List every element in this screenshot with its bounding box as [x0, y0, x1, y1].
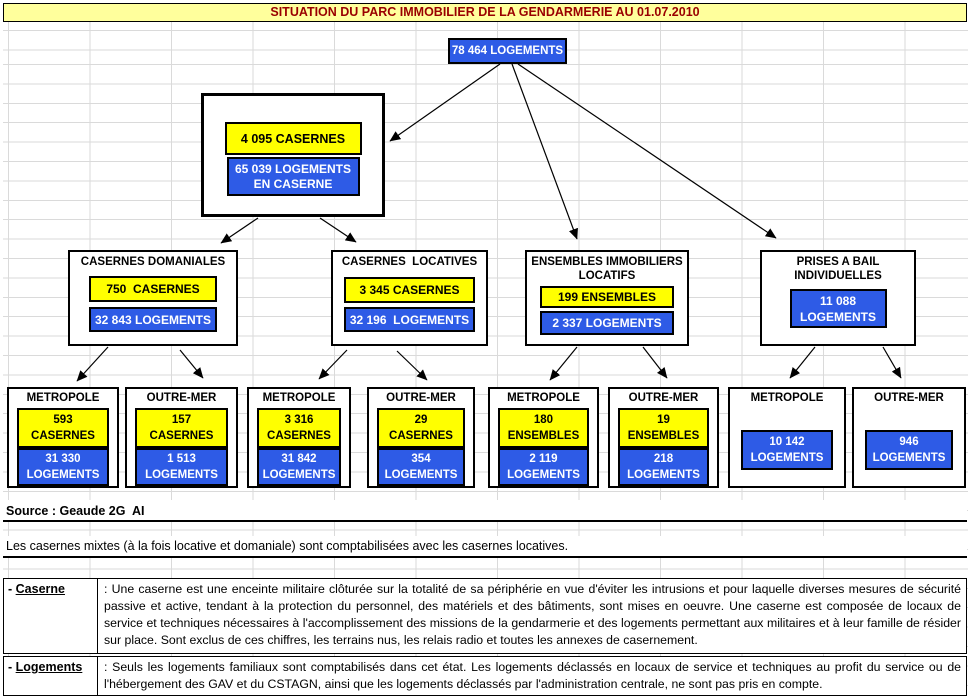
casernes-count: 3 345 CASERNES [344, 277, 475, 303]
mixed-casernes-note: Les casernes mixtes (à la fois locative … [3, 536, 967, 558]
node-casernes-summary: 4 095 CASERNES 65 039 LOGEMENTS EN CASER… [201, 93, 385, 217]
logements-count: 218 LOGEMENTS [618, 447, 709, 486]
logements-count: 32 196 LOGEMENTS [344, 307, 475, 332]
definition-term-caserne: - Caserne [4, 579, 98, 653]
logements-count: 2 119 LOGEMENTS [498, 447, 589, 486]
connector-arrow [76, 346, 109, 382]
connector-arrow [389, 63, 501, 142]
definition-text-caserne: : Une caserne est une enceinte militaire… [104, 582, 961, 647]
source-note: Source : Geaude 2G AI [3, 500, 967, 522]
ensembles-count: 199 ENSEMBLES [540, 286, 674, 308]
node-bail-outremer: OUTRE-MER 946 LOGEMENTS [852, 387, 966, 488]
node-total-logements: 78 464 LOGEMENTS [448, 38, 567, 64]
node-ensembles-immobiliers: ENSEMBLES IMMOBILIERS LOCATIFS 199 ENSEM… [525, 250, 689, 346]
node-title: OUTRE-MER [146, 392, 217, 404]
term-prefix: - [8, 660, 16, 674]
definition-logements: - Logements : Seuls les logements famili… [3, 656, 967, 696]
node-title: METROPOLE [507, 392, 580, 404]
node-domaniales-metropole: METROPOLE 593 CASERNES 31 330 LOGEMENTS [7, 387, 119, 488]
logements-count: 2 337 LOGEMENTS [540, 311, 674, 335]
logements-count: 1 513 LOGEMENTS [135, 447, 228, 486]
node-casernes-locatives: CASERNES LOCATIVES 3 345 CASERNES 32 196… [331, 250, 488, 346]
node-locatives-metropole: METROPOLE 3 316 CASERNES 31 842 LOGEMENT… [247, 387, 351, 488]
node-title: METROPOLE [262, 392, 336, 404]
definition-text-logements: : Seuls les logements familiaux sont com… [104, 660, 961, 691]
node-title: OUTRE-MER [628, 392, 699, 404]
node-title: CASERNES LOCATIVES [341, 256, 478, 268]
connector-arrow [882, 346, 902, 379]
logements-count: 31 842 LOGEMENTS [257, 447, 341, 486]
casernes-total-count: 4 095 CASERNES [224, 122, 362, 155]
connector-arrow [789, 346, 816, 379]
logements-count: 10 142 LOGEMENTS [741, 430, 833, 470]
connector-arrow [318, 349, 348, 380]
node-title: OUTRE-MER [386, 392, 456, 404]
connector-arrows [76, 63, 902, 382]
node-title: ENSEMBLES IMMOBILIERS LOCATIFS [531, 256, 683, 282]
logements-count: 31 330 LOGEMENTS [17, 447, 109, 486]
connector-arrow [396, 350, 428, 381]
definition-caserne: - Caserne : Une caserne est une enceinte… [3, 578, 967, 654]
node-casernes-domaniales: CASERNES DOMANIALES 750 CASERNES 32 843 … [68, 250, 238, 346]
casernes-count: 3 316 CASERNES [257, 408, 341, 448]
node-title: CASERNES DOMANIALES [80, 256, 226, 268]
casernes-count: 29 CASERNES [377, 408, 465, 448]
chart-title: SITUATION DU PARC IMMOBILIER DE LA GENDA… [3, 3, 967, 22]
casernes-count: 157 CASERNES [135, 408, 228, 448]
logements-count: 32 843 LOGEMENTS [89, 307, 217, 332]
connector-arrow [179, 349, 204, 379]
connector-arrow [517, 63, 777, 239]
logements-count: 354 LOGEMENTS [377, 447, 465, 486]
node-ensembles-metropole: METROPOLE 180 ENSEMBLES 2 119 LOGEMENTS [488, 387, 599, 488]
ensembles-count: 19 ENSEMBLES [618, 408, 709, 448]
casernes-count: 750 CASERNES [89, 276, 217, 302]
logements-count: 946 LOGEMENTS [865, 430, 953, 470]
node-title: OUTRE-MER [874, 392, 944, 404]
ensembles-count: 180 ENSEMBLES [498, 408, 589, 448]
definition-term-logements: - Logements [4, 657, 98, 695]
logements-count: 11 088 LOGEMENTS [789, 289, 887, 328]
node-domaniales-outremer: OUTRE-MER 157 CASERNES 1 513 LOGEMENTS [125, 387, 238, 488]
casernes-total-logements: 65 039 LOGEMENTS EN CASERNE [226, 157, 360, 196]
connector-arrow [220, 217, 259, 244]
node-title: METROPOLE [750, 392, 824, 404]
node-ensembles-outremer: OUTRE-MER 19 ENSEMBLES 218 LOGEMENTS [608, 387, 719, 488]
casernes-count: 593 CASERNES [17, 408, 109, 448]
connector-arrow [549, 346, 578, 381]
connector-arrow [511, 63, 578, 240]
node-prises-a-bail: PRISES A BAIL INDIVIDUELLES 11 088 LOGEM… [760, 250, 916, 346]
node-locatives-outremer: OUTRE-MER 29 CASERNES 354 LOGEMENTS [367, 387, 475, 488]
connector-arrow [319, 217, 357, 243]
node-title: PRISES A BAIL INDIVIDUELLES [794, 256, 882, 282]
node-title: METROPOLE [26, 392, 100, 404]
connector-arrow [642, 346, 668, 379]
term-prefix: - [8, 582, 16, 596]
term-logements: Logements [15, 660, 83, 674]
node-bail-metropole: METROPOLE 10 142 LOGEMENTS [728, 387, 846, 488]
term-caserne: Caserne [15, 582, 65, 596]
